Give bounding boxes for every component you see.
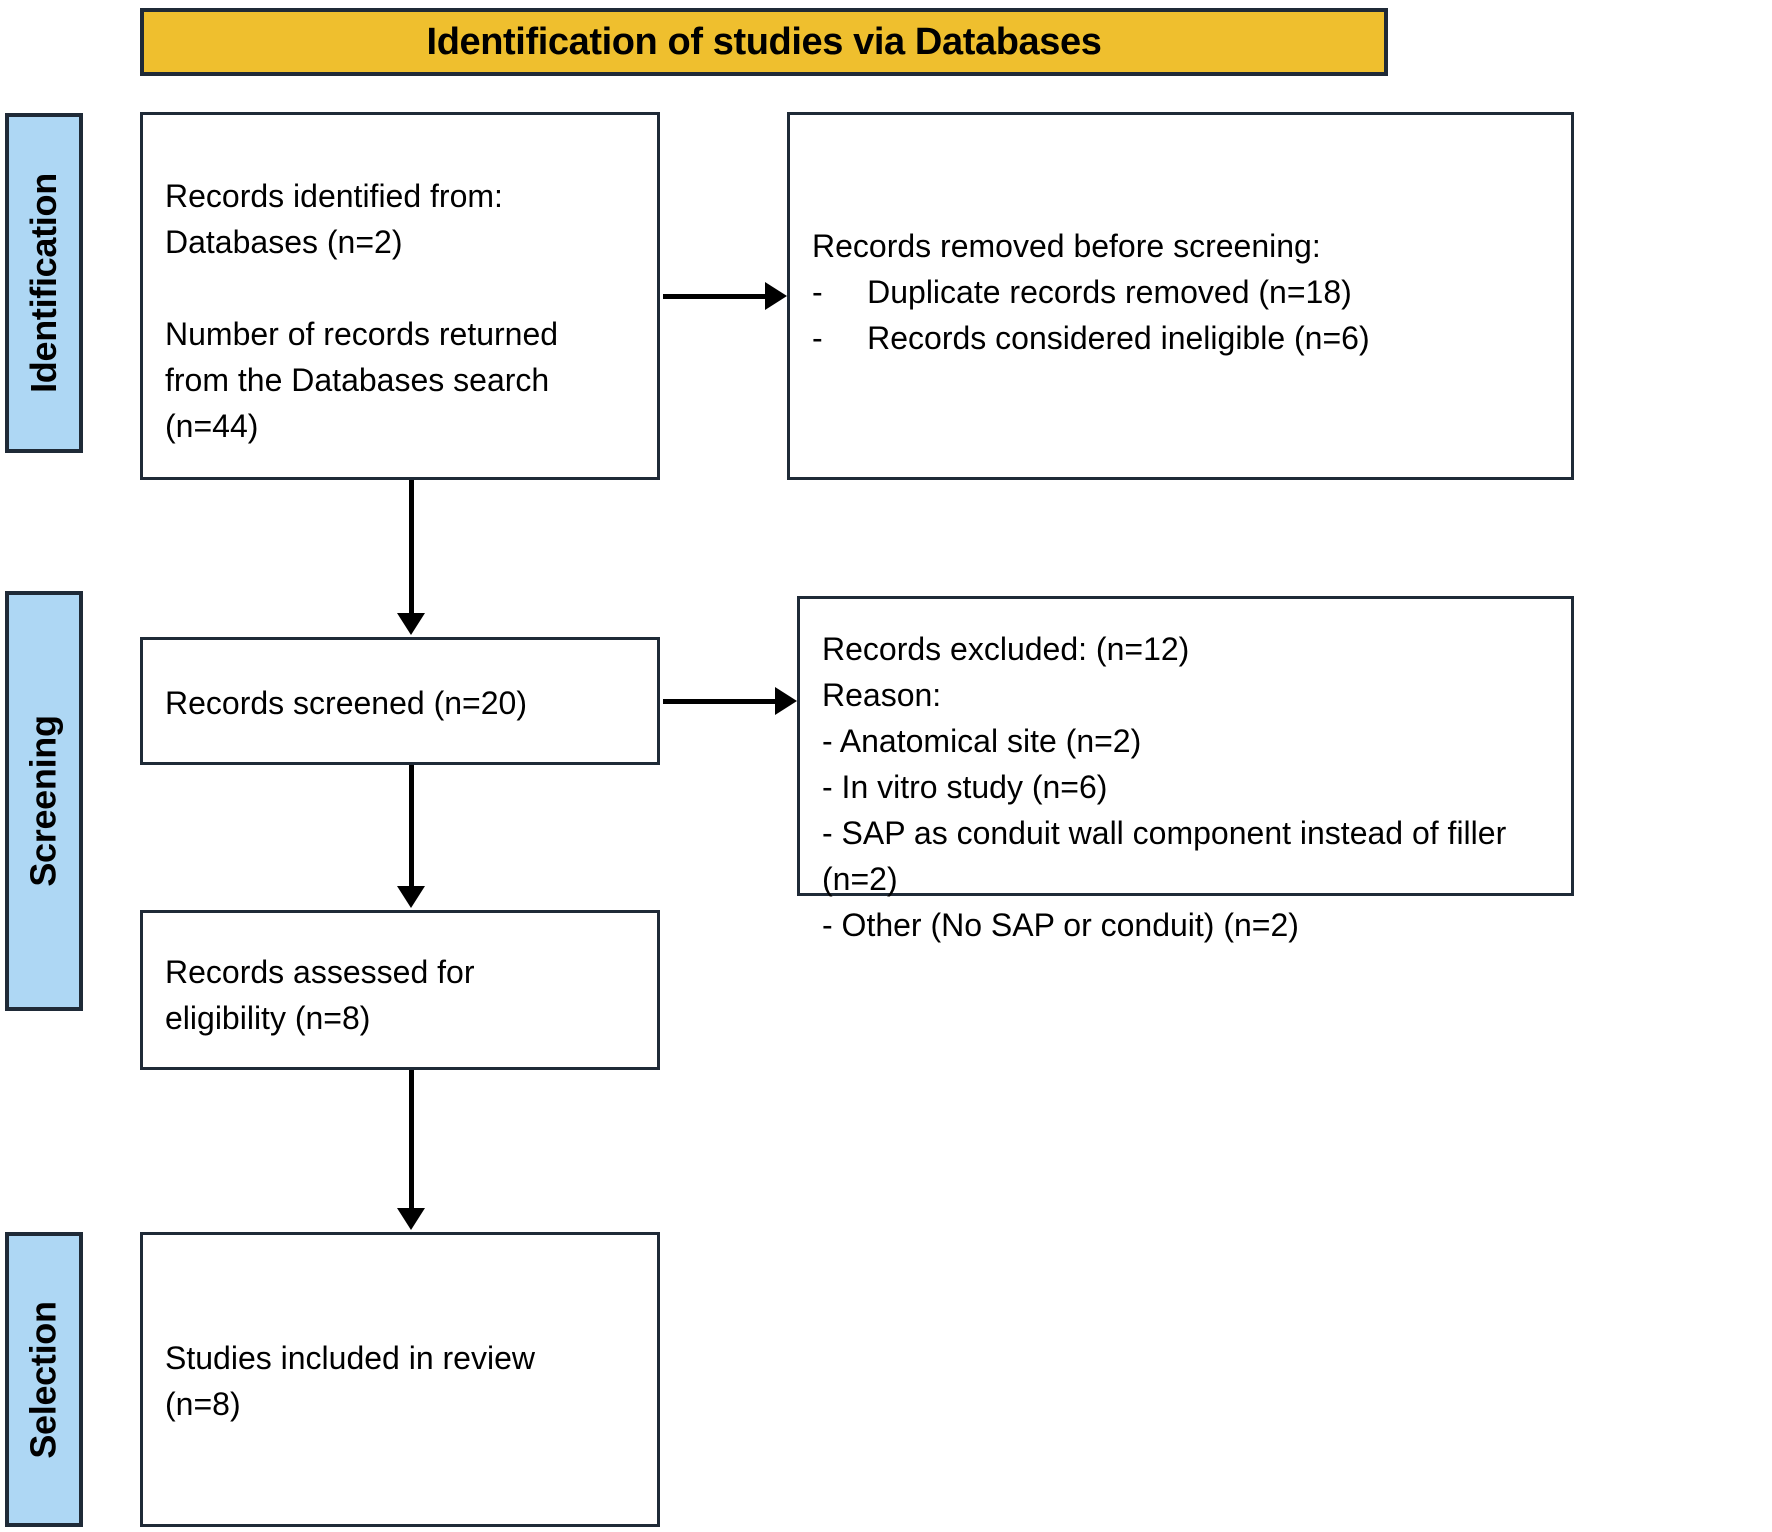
phase-bar-selection: Selection <box>5 1232 83 1527</box>
box-records-excluded: Records excluded: (n=12) Reason: - Anato… <box>797 596 1574 943</box>
arrow-shaft <box>409 765 414 889</box>
box-records-removed: Records removed before screening: - Dupl… <box>787 112 1574 480</box>
phase-label-identification: Identification <box>23 173 64 393</box>
box-studies-included-text: Studies included in review (n=8) <box>165 1340 535 1422</box>
arrow-eligibility-to-included-icon <box>396 1070 428 1233</box>
phase-label-selection: Selection <box>23 1300 65 1459</box>
box-records-identified: Records identified from: Databases (n=2)… <box>140 112 660 480</box>
phase-bar-identification: Identification <box>5 113 83 453</box>
box-records-screened-text: Records screened (n=20) <box>165 685 527 721</box>
arrow-head-down-icon <box>397 886 425 908</box>
arrow-shaft <box>409 480 414 616</box>
arrow-identified-to-removed-icon <box>663 281 789 313</box>
arrow-head-right-icon <box>775 687 797 715</box>
header-banner: Identification of studies via Databases <box>140 8 1388 76</box>
phase-bar-screening: Screening <box>5 591 83 1011</box>
arrow-screened-to-excluded-icon <box>663 686 803 718</box>
arrow-identified-to-screened-icon <box>396 480 428 638</box>
arrow-head-down-icon <box>397 613 425 635</box>
arrow-head-right-icon <box>765 282 787 310</box>
arrow-screened-to-eligibility-icon <box>396 765 428 911</box>
phase-label-screening: Screening <box>23 715 65 887</box>
box-records-screened: Records screened (n=20) <box>140 637 660 765</box>
arrow-shaft <box>409 1070 414 1211</box>
page-title: Identification of studies via Databases <box>426 20 1102 63</box>
arrow-head-down-icon <box>397 1208 425 1230</box>
box-records-assessed-eligibility: Records assessed for eligibility (n=8) <box>140 910 660 1070</box>
arrow-shaft <box>663 699 779 704</box>
box-studies-included: Studies included in review (n=8) <box>140 1232 660 1527</box>
box-records-removed-text: Records removed before screening: - Dupl… <box>812 228 1370 356</box>
box-records-excluded-text: Records excluded: (n=12) Reason: - Anato… <box>822 631 1507 943</box>
box-records-assessed-eligibility-text: Records assessed for eligibility (n=8) <box>165 954 475 1036</box>
box-records-identified-text: Records identified from: Databases (n=2)… <box>165 178 559 444</box>
arrow-shaft <box>663 294 769 299</box>
